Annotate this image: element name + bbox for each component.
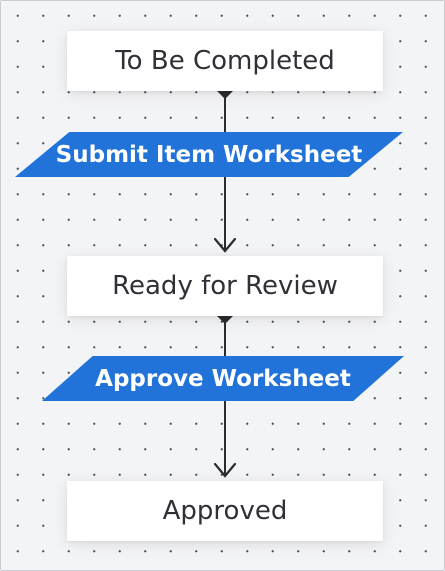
state-node-ready-for-review[interactable]: Ready for Review (67, 256, 383, 316)
state-label: Approved (162, 496, 288, 526)
state-node-approved[interactable]: Approved (67, 481, 383, 541)
transition-label: Approve Worksheet (95, 365, 351, 392)
transition-label: Submit Item Worksheet (55, 141, 363, 168)
state-node-to-be-completed[interactable]: To Be Completed (67, 31, 383, 91)
connector-start-marker (217, 91, 233, 99)
connector-arrowhead-icon (213, 462, 237, 478)
state-label: Ready for Review (112, 271, 338, 301)
connector-arrowhead-icon (213, 237, 237, 253)
transition-approve-worksheet[interactable]: Approve Worksheet (42, 356, 404, 401)
connector-start-marker (217, 316, 233, 324)
transition-submit-item-worksheet[interactable]: Submit Item Worksheet (15, 132, 403, 177)
state-label: To Be Completed (115, 46, 335, 76)
